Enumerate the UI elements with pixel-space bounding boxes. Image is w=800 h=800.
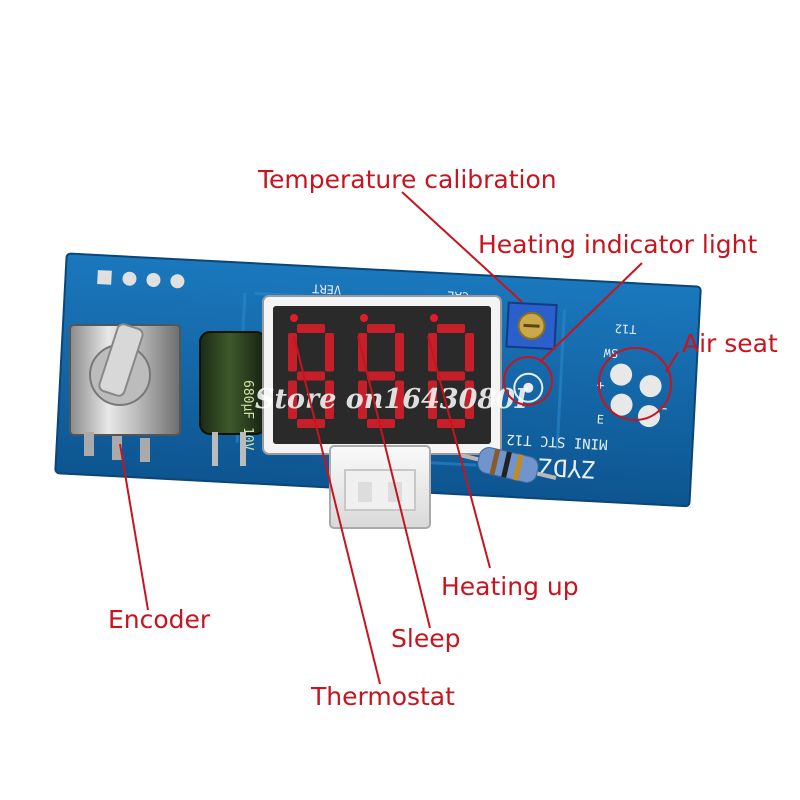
label-encoder: Encoder: [108, 605, 211, 634]
silkscreen-sw: SW: [603, 346, 619, 361]
led-callout-circle: [503, 356, 553, 406]
display-dot: [430, 314, 438, 322]
label-heating-indicator-light: Heating indicator light: [478, 230, 758, 259]
display-segment: [358, 380, 367, 419]
label-sleep: Sleep: [391, 624, 461, 653]
resistor: [459, 447, 557, 483]
leader-heating-up: [427, 335, 491, 569]
silkscreen-e: E: [596, 412, 604, 426]
display-segment: [395, 380, 404, 419]
display-segment: [297, 371, 325, 381]
silkscreen-plus: +: [596, 378, 605, 393]
leader-air-seat: [665, 351, 679, 373]
silkscreen-model: ZYDZ: [538, 452, 597, 483]
seven-segment-display: [262, 295, 502, 455]
label-thermostat: Thermostat: [311, 682, 455, 711]
silkscreen-vert: VERT: [312, 281, 342, 296]
display-segment: [395, 333, 404, 372]
display-dot: [360, 314, 368, 322]
air-seat-pads: [610, 363, 662, 428]
leader-encoder: [119, 443, 149, 611]
watermark: Store on1643080I: [255, 384, 529, 415]
silkscreen-t12: T12: [615, 321, 637, 336]
label-heating-up: Heating up: [441, 572, 579, 601]
electrolytic-capacitor: 680μF 10V: [199, 331, 267, 466]
display-digit: [358, 314, 404, 428]
leader-temperature-calibration: [401, 191, 523, 303]
connector: [329, 445, 431, 529]
display-segment: [465, 333, 474, 372]
display-segment: [437, 371, 465, 381]
display-segment: [325, 380, 334, 419]
leader-heating-indicator: [539, 262, 643, 363]
display-segment: [367, 419, 395, 428]
silkscreen-name: MINI STC T12: [506, 431, 608, 452]
header-pads: [97, 270, 185, 289]
rotary-encoder: [69, 323, 181, 462]
display-digit: [288, 314, 334, 428]
leader-sleep: [357, 335, 431, 629]
air-seat-callout-circle: [598, 347, 672, 421]
display-segment: [288, 380, 297, 419]
display-segment: [367, 324, 395, 333]
display-segment: [297, 324, 325, 333]
display-segment: [465, 380, 474, 419]
calibration-potentiometer: [505, 301, 558, 351]
leader-thermostat: [293, 335, 381, 685]
display-segment: [297, 419, 325, 428]
display-segment: [437, 324, 465, 333]
led-indicator: [513, 372, 544, 403]
display-segment: [428, 380, 437, 419]
display-dot: [290, 314, 298, 322]
label-air-seat: Air seat: [682, 329, 778, 358]
leader-lines: [119, 191, 679, 685]
display-segment: [367, 371, 395, 381]
display-segment: [325, 333, 334, 372]
silkscreen-minus: −: [659, 402, 668, 417]
label-temperature-calibration: Temperature calibration: [258, 165, 557, 194]
